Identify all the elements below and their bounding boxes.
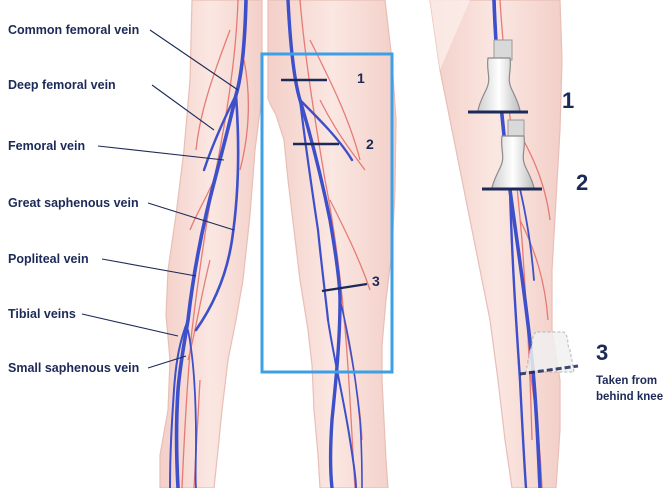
probe-2-cable xyxy=(508,120,524,138)
box-marker-1: 1 xyxy=(357,70,365,86)
probe-marker-2: 2 xyxy=(576,170,588,195)
note-line-2: behind knee xyxy=(596,391,663,403)
probe-marker-1: 1 xyxy=(562,88,574,113)
label-femoral-vein: Femoral vein xyxy=(8,139,85,153)
label-tibial-veins: Tibial veins xyxy=(8,307,76,321)
probe-1-cable xyxy=(494,40,512,60)
box-marker-3: 3 xyxy=(372,273,380,289)
label-popliteal-vein: Popliteal vein xyxy=(8,252,89,266)
label-great-saphenous-vein: Great saphenous vein xyxy=(8,196,139,210)
zoomed-leg-illustration: 1 2 3 Taken from behind knee xyxy=(430,0,663,488)
box-marker-2: 2 xyxy=(366,136,374,152)
leader-tibial xyxy=(82,314,178,336)
label-common-femoral-vein: Common femoral vein xyxy=(8,23,139,37)
label-small-saphenous-vein: Small saphenous vein xyxy=(8,361,139,375)
note-line-1: Taken from xyxy=(596,375,657,387)
probe-marker-3: 3 xyxy=(596,340,608,365)
label-deep-femoral-vein: Deep femoral vein xyxy=(8,78,116,92)
probe-3-body xyxy=(526,332,574,372)
